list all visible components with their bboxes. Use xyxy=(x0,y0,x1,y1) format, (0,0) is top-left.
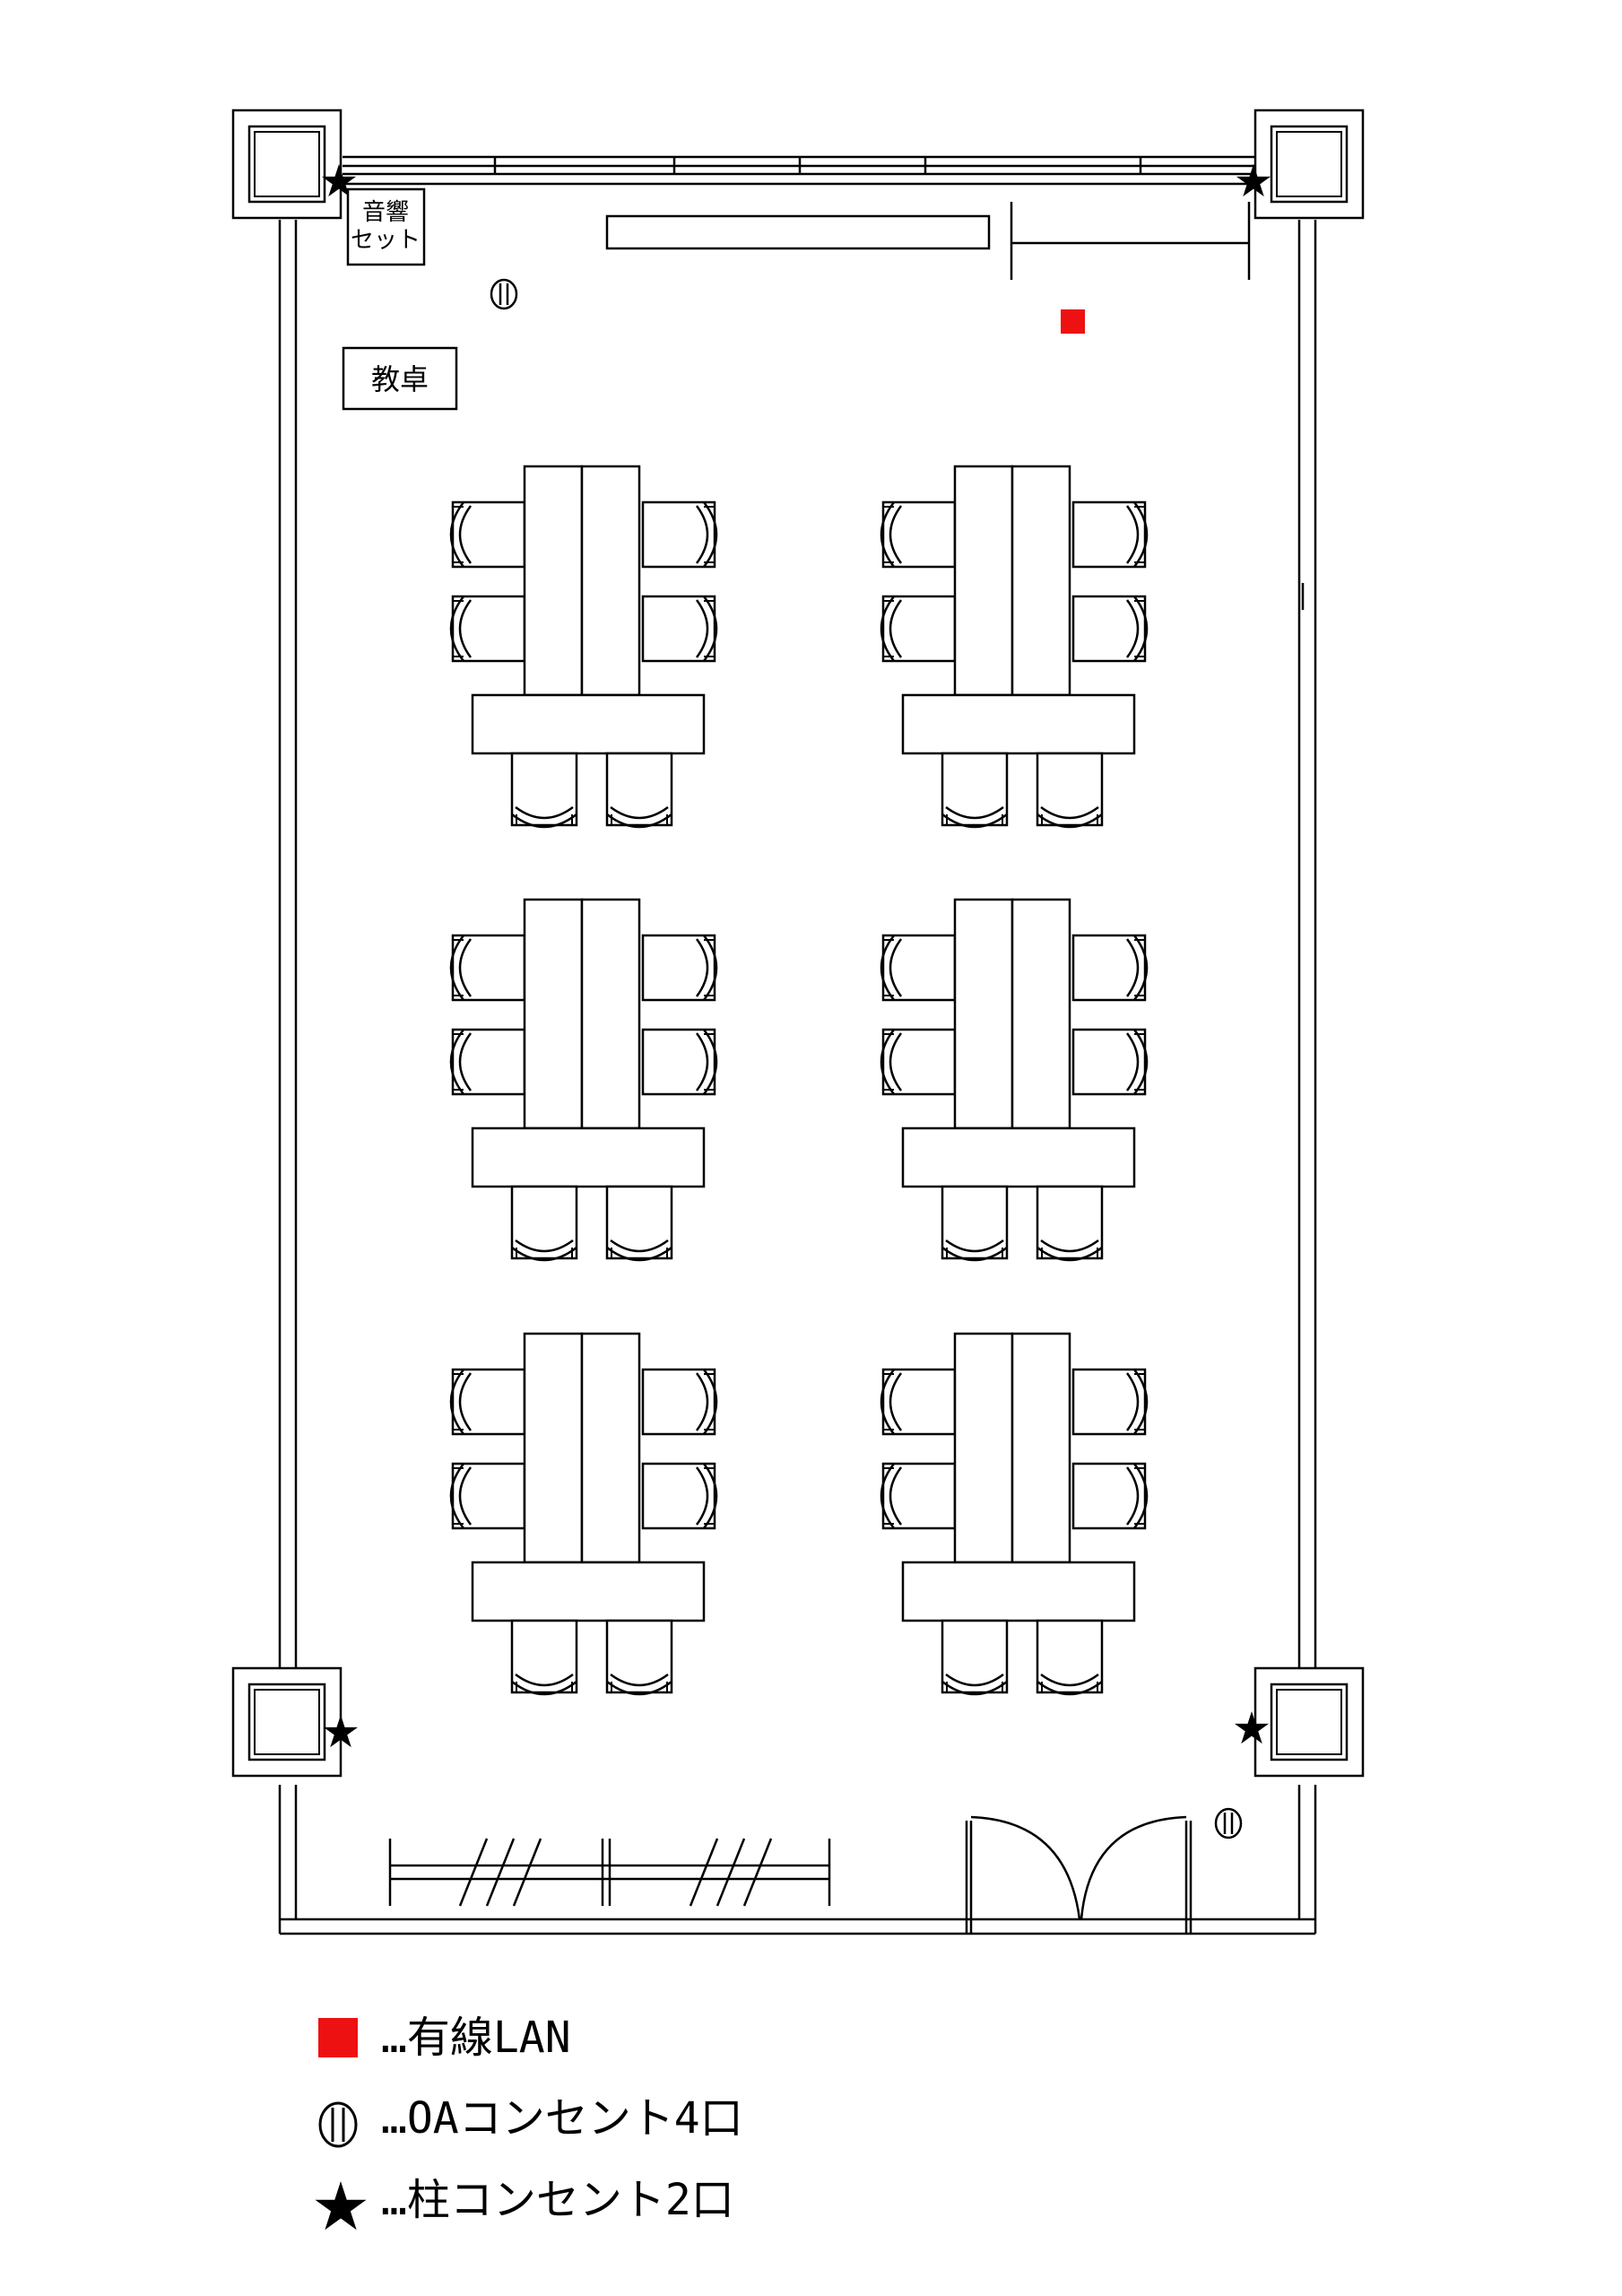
whiteboard xyxy=(605,214,991,250)
oa-outlet-icon xyxy=(490,278,518,310)
podium-label: 教卓 xyxy=(371,362,429,396)
podium: 教卓 xyxy=(342,346,458,411)
pillar-bottom-right xyxy=(1253,1666,1365,1778)
legend: …有線LAN …OAコンセント4口 …柱コンセント2口 xyxy=(315,2013,743,2231)
legend-oa-text: …OAコンセント4口 xyxy=(381,2093,743,2144)
double-door xyxy=(965,1815,1193,1935)
table-group xyxy=(451,900,716,1260)
legend-oa-icon xyxy=(318,2101,358,2148)
partition xyxy=(1010,202,1251,280)
legend-star-icon xyxy=(315,2181,367,2231)
table-group xyxy=(881,466,1147,827)
pillar-top-right xyxy=(1253,109,1365,220)
table-group xyxy=(451,466,716,827)
sliding-partition xyxy=(388,1838,831,1907)
audio-set-label-line1: 音響 xyxy=(362,199,409,226)
audio-set-label-line2: セット xyxy=(351,227,421,254)
lan-port-icon xyxy=(1061,309,1085,334)
table-group xyxy=(881,900,1147,1260)
legend-pillar-text: …柱コンセント2口 xyxy=(381,2175,734,2225)
table-group xyxy=(451,1334,716,1694)
audio-set: 音響 セット xyxy=(346,187,426,266)
pillar-top-left xyxy=(231,109,343,220)
legend-lan-text: …有線LAN xyxy=(381,2013,571,2063)
pillar-bottom-left xyxy=(231,1666,343,1778)
table-group xyxy=(881,1334,1147,1694)
room-walls xyxy=(278,155,1317,1935)
oa-outlet-icon xyxy=(1214,1807,1243,1839)
legend-lan-icon xyxy=(318,2018,358,2057)
